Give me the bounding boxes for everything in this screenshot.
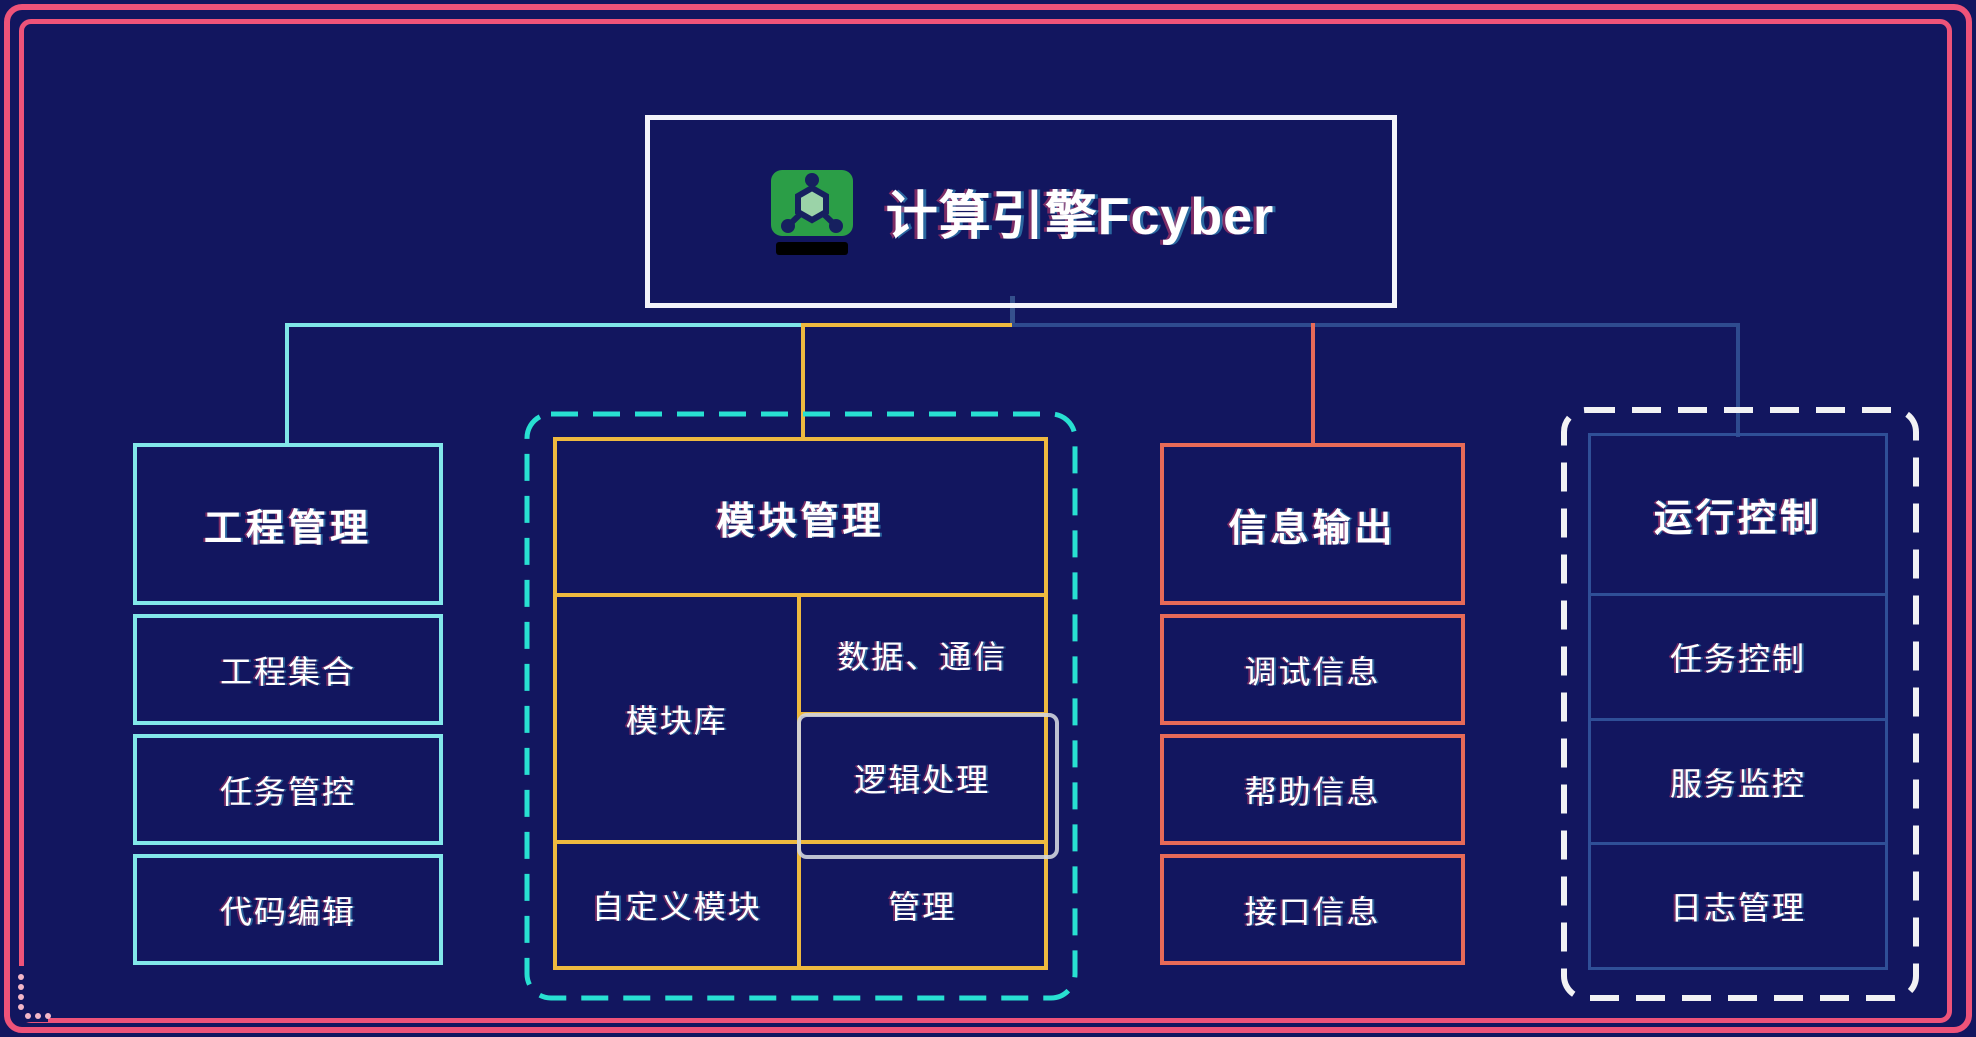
node-log-management: 日志管理 bbox=[1591, 842, 1885, 967]
engine-molecule-icon bbox=[770, 169, 853, 255]
node-module-library: 模块库 bbox=[557, 597, 801, 840]
branch-header: 模块管理 bbox=[557, 441, 1044, 597]
node-interface-info: 接口信息 bbox=[1160, 854, 1465, 965]
connector-bus-cyan bbox=[285, 323, 803, 327]
node-logic-process: 逻辑处理 bbox=[854, 762, 991, 798]
corner-dot bbox=[18, 974, 24, 980]
inner-frame-border bbox=[19, 19, 1952, 1023]
connector-title-stem bbox=[1010, 296, 1015, 325]
connector-stem-run bbox=[1736, 323, 1740, 437]
node-help-info: 帮助信息 bbox=[1160, 734, 1465, 845]
branch-header: 运行控制 bbox=[1591, 436, 1885, 596]
node-data-comm: 数据、通信 bbox=[800, 597, 1044, 716]
node-custom-module: 自定义模块 bbox=[557, 840, 801, 966]
connector-stem-project bbox=[285, 323, 289, 447]
corner-dot bbox=[25, 1013, 31, 1019]
node-task-control: 任务管控 bbox=[133, 734, 443, 845]
branch-info-output: 信息输出 调试信息 帮助信息 接口信息 bbox=[1160, 443, 1465, 965]
node-debug-info: 调试信息 bbox=[1160, 614, 1465, 725]
title-label: 计算引擎Fcyber bbox=[885, 188, 1275, 246]
connector-stem-info bbox=[1311, 323, 1315, 447]
connector-bus-yellow bbox=[801, 323, 1012, 327]
node-code-editing: 代码编辑 bbox=[133, 854, 443, 965]
node-service-monitor: 服务监控 bbox=[1591, 717, 1885, 843]
outer-frame-border bbox=[4, 4, 1972, 1033]
frame-corner-break bbox=[16, 1009, 48, 1022]
logic-highlight-ring bbox=[797, 713, 1059, 859]
node-task-ctrl: 任务控制 bbox=[1669, 640, 1806, 677]
node-project-set: 工程集合 bbox=[133, 614, 443, 725]
branch-project-management: 工程管理 工程集合 任务管控 代码编辑 bbox=[133, 443, 443, 965]
title-node: 计算引擎Fcyber bbox=[645, 115, 1397, 308]
corner-dot bbox=[18, 1004, 24, 1010]
corner-dot bbox=[18, 994, 24, 1000]
connector-bus-steel bbox=[1012, 323, 1740, 327]
corner-dot bbox=[35, 1013, 41, 1019]
connector-stem-module bbox=[801, 323, 805, 441]
corner-dot bbox=[18, 984, 24, 990]
branch-run-control: 运行控制 任务控制 服务监控 日志管理 bbox=[1588, 433, 1888, 970]
branch-header: 信息输出 bbox=[1160, 443, 1465, 605]
node-manage: 管理 bbox=[800, 840, 1044, 966]
branch-module-management: 模块管理 模块库 数据、通信 逻辑处理 自定义模块 管理 bbox=[553, 437, 1059, 970]
branch-header: 工程管理 bbox=[133, 443, 443, 605]
corner-dot bbox=[45, 1013, 51, 1019]
